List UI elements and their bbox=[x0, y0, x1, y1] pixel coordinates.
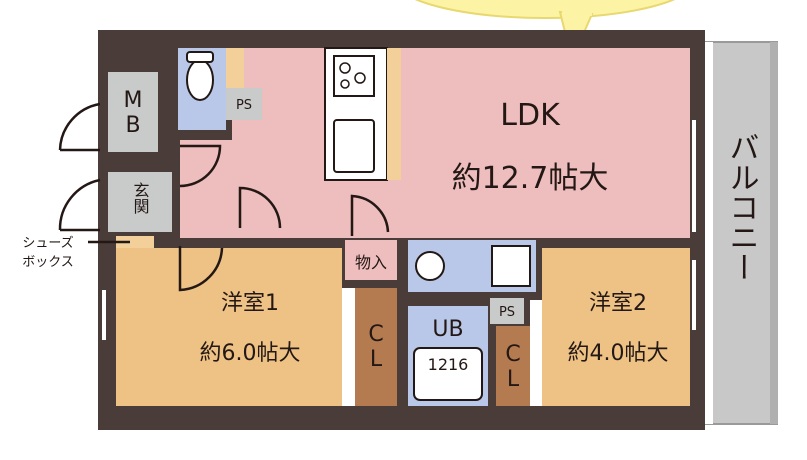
ps-top-box bbox=[226, 88, 262, 120]
shoe-box-label-2: ボックス bbox=[22, 255, 74, 270]
western1-size: 約6.0帖大 bbox=[200, 341, 301, 366]
bath-label: UB bbox=[432, 317, 463, 342]
meter-box-label: MB bbox=[121, 88, 146, 138]
ps-mid-box bbox=[490, 298, 524, 324]
western2-name: 洋室2 bbox=[589, 291, 647, 316]
washer-space bbox=[491, 245, 531, 287]
washbasin-icon bbox=[415, 251, 445, 281]
meter-box bbox=[108, 72, 158, 152]
sink-icon bbox=[333, 119, 375, 173]
balcony bbox=[704, 41, 778, 425]
hall-area bbox=[180, 140, 240, 238]
closet-2 bbox=[496, 326, 530, 406]
entrance-label: 玄関 bbox=[131, 182, 150, 215]
ldk-size: 約12.7帖大 bbox=[452, 161, 609, 196]
western2-size: 約4.0帖大 bbox=[568, 341, 669, 366]
closet-1 bbox=[355, 288, 397, 406]
entrance-area bbox=[108, 172, 172, 232]
western-room-1 bbox=[116, 248, 342, 406]
closet1-label: CL bbox=[364, 322, 389, 372]
western1-name: 洋室1 bbox=[221, 291, 279, 316]
kitchen-counter bbox=[324, 47, 401, 181]
western-room-2 bbox=[542, 248, 690, 406]
storage-label: 物入 bbox=[355, 253, 387, 272]
ldk-room bbox=[232, 48, 690, 238]
ldk-name: LDK bbox=[500, 98, 561, 133]
toilet-room bbox=[178, 48, 244, 130]
closet2-label: CL bbox=[501, 342, 526, 392]
doors bbox=[58, 102, 390, 292]
stove-burner-icon bbox=[340, 79, 350, 89]
storage-area bbox=[345, 240, 397, 280]
windows bbox=[102, 120, 696, 340]
stove-burner-icon bbox=[339, 62, 351, 74]
balcony-label: バルコニー bbox=[724, 132, 759, 282]
ps-top-label: PS bbox=[236, 98, 252, 113]
bath-size-label: 1216 bbox=[428, 355, 469, 374]
shoe-box-label-1: シューズ bbox=[22, 235, 73, 251]
stove-burner-icon bbox=[354, 72, 366, 84]
bathtub-icon bbox=[413, 347, 483, 401]
ps-mid-label: PS bbox=[499, 305, 515, 320]
